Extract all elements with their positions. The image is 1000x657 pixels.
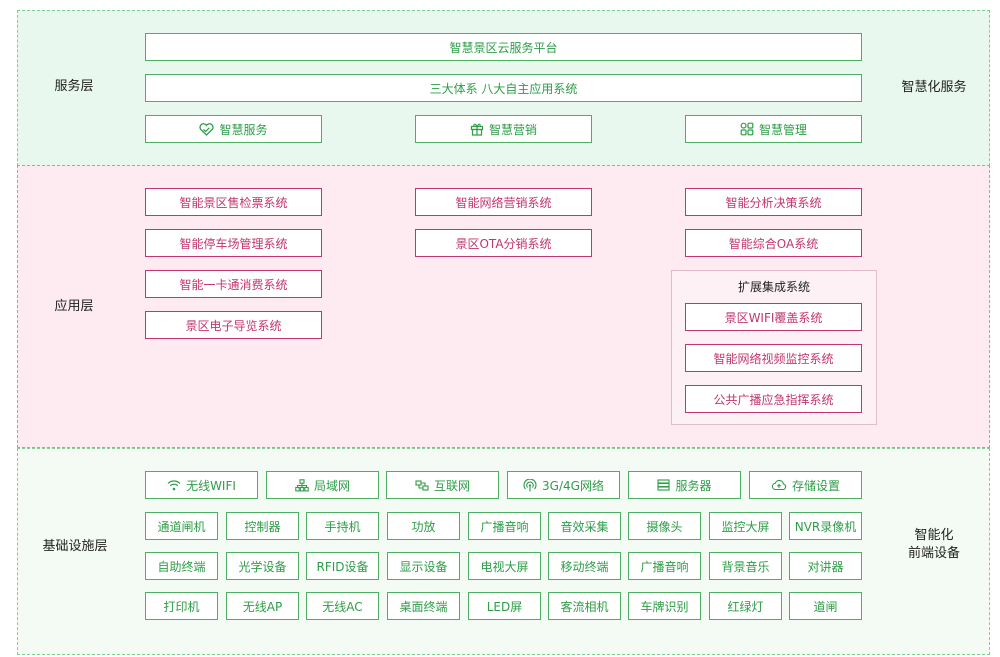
card-consumption-system-box: 智能一卡通消费系统: [145, 270, 322, 298]
device-box: NVR录像机: [789, 512, 862, 540]
device-box: 桌面终端: [387, 592, 460, 620]
infrastructure-layer-label: 基础设施层: [42, 539, 108, 554]
device-box: 自助终端: [145, 552, 218, 580]
gift-icon: [470, 122, 484, 136]
device-box: 对讲器: [789, 552, 862, 580]
device-box: 手持机: [306, 512, 379, 540]
grid-icon: [740, 122, 754, 136]
smart-management-box: 智慧管理: [685, 115, 862, 143]
device-box: 通道闸机: [145, 512, 218, 540]
device-box: RFID设备: [306, 552, 379, 580]
device-box: 光学设备: [226, 552, 299, 580]
network-lan-box: 局域网: [266, 471, 379, 499]
smart-frontend-label-line1: 智能化: [914, 528, 954, 543]
smart-frontend-label: 智能化 前端设备: [896, 527, 972, 563]
device-box: 客流相机: [548, 592, 621, 620]
device-box: 无线AP: [226, 592, 299, 620]
internet-icon: [415, 479, 429, 492]
network-server-box: 服务器: [628, 471, 741, 499]
cloud-storage-icon: [771, 479, 787, 491]
application-layer-label: 应用层: [54, 299, 94, 314]
smart-service-box: 智慧服务: [145, 115, 322, 143]
network-internet-box: 互联网: [386, 471, 499, 499]
wifi-icon: [167, 479, 181, 491]
network-internet-label: 互联网: [433, 478, 470, 493]
signal-icon: [523, 478, 537, 492]
wifi-coverage-system-box: 景区WIFI覆盖系统: [685, 303, 862, 331]
device-box: 音效采集: [548, 512, 621, 540]
smart-marketing-box: 智慧营销: [415, 115, 592, 143]
device-box: 红绿灯: [709, 592, 782, 620]
network-3g4g-box: 3G/4G网络: [507, 471, 620, 499]
analysis-decision-system-box: 智能分析决策系统: [685, 188, 862, 216]
service-layer-label: 服务层: [54, 79, 94, 94]
heart-icon: [199, 122, 215, 136]
device-box: 电视大屏: [468, 552, 541, 580]
device-box: 监控大屏: [709, 512, 782, 540]
device-box: LED屏: [468, 592, 541, 620]
network-wifi-label: 无线WIFI: [186, 478, 236, 493]
lan-icon: [295, 478, 309, 492]
video-surveillance-system-box: 智能网络视频监控系统: [685, 344, 862, 372]
device-box: 广播音响: [468, 512, 541, 540]
cloud-platform-bar: 智慧景区云服务平台: [145, 33, 862, 61]
ticketing-system-box: 智能景区售检票系统: [145, 188, 322, 216]
system-overview-bar: 三大体系 八大自主应用系统: [145, 74, 862, 102]
device-box: 摄像头: [628, 512, 701, 540]
device-box: 移动终端: [548, 552, 621, 580]
network-lan-label: 局域网: [313, 478, 350, 493]
ota-distribution-system-box: 景区OTA分销系统: [415, 229, 592, 257]
smart-service-label-text: 智慧服务: [219, 122, 268, 137]
device-box: 广播音响: [628, 552, 701, 580]
network-marketing-system-box: 智能网络营销系统: [415, 188, 592, 216]
smart-management-label: 智慧管理: [758, 122, 807, 137]
smart-frontend-label-line2: 前端设备: [907, 546, 960, 561]
network-storage-box: 存储设置: [749, 471, 862, 499]
device-box: 车牌识别: [628, 592, 701, 620]
device-box: 打印机: [145, 592, 218, 620]
smart-marketing-label: 智慧营销: [488, 122, 537, 137]
extension-systems-title: 扩展集成系统: [737, 280, 810, 294]
device-box: 无线AC: [306, 592, 379, 620]
oa-system-box: 智能综合OA系统: [685, 229, 862, 257]
network-server-label: 服务器: [675, 478, 712, 493]
smart-service-label: 智慧化服务: [901, 80, 967, 95]
network-storage-label: 存储设置: [791, 478, 840, 493]
network-wifi-box: 无线WIFI: [145, 471, 258, 499]
network-3g4g-label: 3G/4G网络: [542, 478, 604, 493]
parking-system-box: 智能停车场管理系统: [145, 229, 322, 257]
device-box: 背景音乐: [709, 552, 782, 580]
device-box: 道闸: [789, 592, 862, 620]
device-box: 功放: [387, 512, 460, 540]
device-box: 显示设备: [387, 552, 460, 580]
emergency-broadcast-system-box: 公共广播应急指挥系统: [685, 385, 862, 413]
server-icon: [657, 479, 671, 491]
e-guide-system-box: 景区电子导览系统: [145, 311, 322, 339]
device-box: 控制器: [226, 512, 299, 540]
